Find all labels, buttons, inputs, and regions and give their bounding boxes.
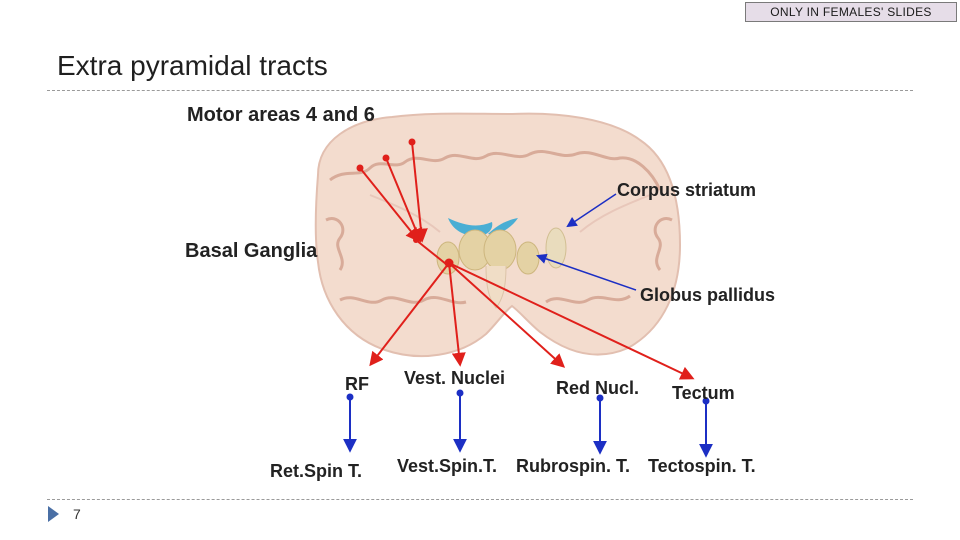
cortical-red-arrows bbox=[356, 138, 454, 268]
globus-pallidus-label: Globus pallidus bbox=[640, 285, 775, 305]
cortex-to-ganglia-arrow bbox=[385, 157, 423, 243]
page-number: 7 bbox=[73, 506, 81, 522]
arrow-to-vest-nuclei bbox=[448, 262, 466, 367]
page-marker-icon bbox=[48, 506, 59, 522]
tectospin-label: Tectospin. T. bbox=[648, 456, 756, 476]
basal-ganglia-label: Basal Ganglia bbox=[185, 240, 318, 262]
tectum-label: Tectum bbox=[672, 383, 735, 403]
rf-label: RF bbox=[345, 374, 369, 394]
red-nucl-label: Red Nucl. bbox=[556, 378, 639, 398]
cortex-to-ganglia-arrow bbox=[411, 141, 428, 243]
globus-pallidus-pointer bbox=[536, 253, 637, 291]
top-divider bbox=[47, 90, 913, 91]
bottom-divider bbox=[47, 499, 913, 500]
brain-section-illustration bbox=[314, 112, 682, 358]
cortex-to-ganglia-arrow bbox=[359, 167, 420, 243]
spinal-blue-arrows bbox=[343, 389, 713, 458]
vest-spin-label: Vest.Spin.T. bbox=[397, 456, 497, 476]
arrow-to-red-nucl bbox=[448, 262, 566, 368]
rubrospin-label: Rubrospin. T. bbox=[516, 456, 630, 476]
arrow-to-tectum bbox=[448, 262, 695, 380]
corpus-striatum-pointer bbox=[566, 193, 617, 228]
slide-badge: ONLY IN FEMALES' SLIDES bbox=[745, 2, 957, 22]
vest-nuclei-label: Vest. Nuclei bbox=[404, 368, 505, 388]
slide-title: Extra pyramidal tracts bbox=[57, 50, 328, 81]
corpus-striatum-label: Corpus striatum bbox=[617, 180, 756, 200]
arrow-to-rf bbox=[369, 262, 450, 367]
ganglia-link-line bbox=[415, 239, 447, 265]
brainstem-red-arrows bbox=[369, 262, 695, 380]
ret-spin-label: Ret.Spin T. bbox=[270, 461, 362, 481]
motor-areas-label: Motor areas 4 and 6 bbox=[187, 104, 375, 126]
